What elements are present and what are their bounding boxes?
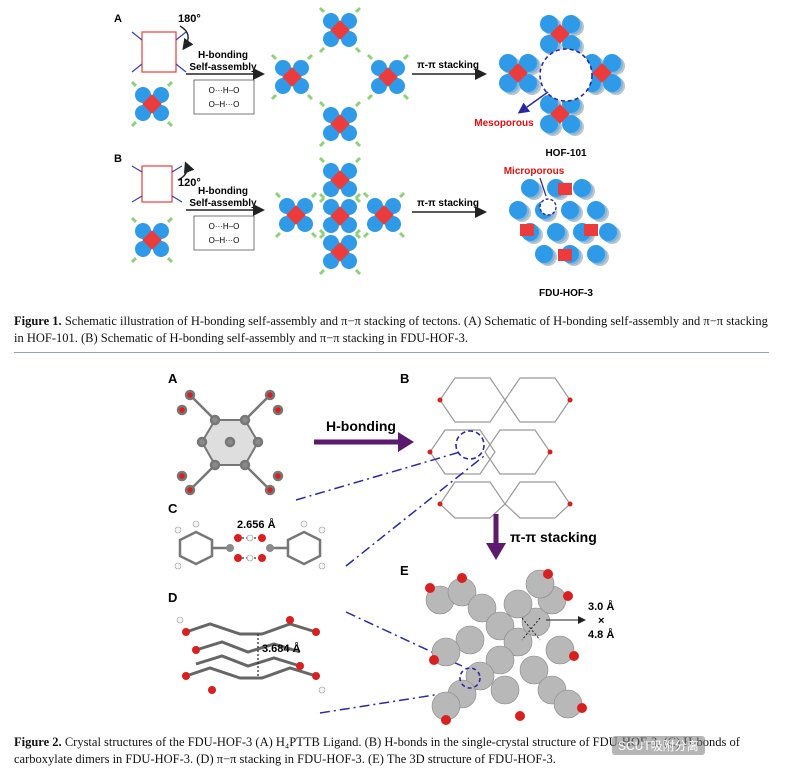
panel-a-angle: 180° <box>178 13 201 25</box>
panel-a-product-label: HOF-101 <box>545 148 587 159</box>
panel-b-angle: 120° <box>178 177 201 189</box>
panel-b-pore-label: Microporous <box>504 166 565 177</box>
figure1: A 180° H-bonding Self-assembly O···H–O O… <box>114 6 625 299</box>
watermark: SCUT吸附分离 <box>612 736 705 755</box>
fig2-panel-b-letter: B <box>400 371 409 386</box>
panel-b-dimer-scheme: O···H–O O–H···O <box>193 215 255 251</box>
fig2-stacking-label: π-π stacking <box>510 529 597 545</box>
figure1-caption-label: Figure 1. <box>14 314 62 328</box>
figure2-caption: Figure 2. Crystal structures of the FDU-… <box>14 734 774 768</box>
svg-text:O–H···O: O–H···O <box>209 236 240 245</box>
fig2-hbond-distance: 2.656 Å <box>237 518 276 531</box>
panel-b-ligand-sketch <box>131 161 195 203</box>
fig2-pore-dim-2: 4.8 Å <box>588 628 614 641</box>
figure1-caption-text: Schematic illustration of H-bonding self… <box>14 314 768 345</box>
panel-b-letter: B <box>114 153 122 165</box>
panel-a-tecton <box>130 80 174 128</box>
fig2-stacking-arrow-head <box>486 543 506 560</box>
panel-a-pore-label: Mesoporous <box>474 118 534 129</box>
panel-a-step2-label: π-π stacking <box>417 60 479 71</box>
fig2-hbond-arrow-head <box>398 432 414 452</box>
panel-a-stacked-framework <box>499 15 625 136</box>
fig2-hbond-label: H-bonding <box>326 418 396 434</box>
fig2-carboxylate-dimer <box>174 520 326 570</box>
svg-text:O–H···O: O–H···O <box>209 100 240 109</box>
fig2-ligand-model <box>176 389 284 496</box>
panel-b-step1-line1: H-bonding <box>198 186 248 197</box>
fig2-pore-dim-1: 3.0 Å <box>588 600 614 613</box>
figure2-caption-label: Figure 2. <box>14 735 62 749</box>
figure2-caption-text: Crystal structures of the FDU-HOF-3 (A) … <box>14 735 740 766</box>
fig2-stacking-distance: 3.684 Å <box>262 642 301 655</box>
svg-text:O···H–O: O···H–O <box>209 86 240 95</box>
figure2: A B C D E H-bonding <box>168 371 614 725</box>
panel-a-hbond-network <box>270 6 410 148</box>
figure1-caption: Figure 1. Schematic illustration of H-bo… <box>14 313 774 347</box>
panel-a-step1-line2: Self-assembly <box>189 62 257 73</box>
fig2-panel-c-letter: C <box>168 501 178 516</box>
figure-divider <box>14 352 769 353</box>
panel-a-letter: A <box>114 13 122 25</box>
panel-a-dimer-scheme: O···H–O O–H···O <box>193 79 255 115</box>
fig2-panel-a-letter: A <box>168 371 178 386</box>
fig2-pi-stacking-model <box>185 622 317 680</box>
fig2-panel-d-letter: D <box>168 590 177 605</box>
panel-b-step1-line2: Self-assembly <box>189 198 257 209</box>
fig2-hbond-network-oxygens <box>427 397 573 507</box>
panel-b-stacked-framework <box>509 177 621 266</box>
fig2-hbond-network <box>429 377 571 519</box>
fig2-pore-dim-x: × <box>598 615 604 627</box>
fig2-panel-e-letter: E <box>400 563 409 578</box>
panel-b-step2-label: π-π stacking <box>417 198 479 209</box>
svg-text:O···H–O: O···H–O <box>209 222 240 231</box>
panel-b-tecton <box>130 216 174 264</box>
panel-b-hbond-network <box>274 156 406 276</box>
panel-b-product-label: FDU-HOF-3 <box>539 288 593 299</box>
panel-a-ligand-sketch <box>131 25 194 73</box>
fig2-3d-structure <box>425 569 587 725</box>
panel-a-step1-line1: H-bonding <box>198 50 248 61</box>
